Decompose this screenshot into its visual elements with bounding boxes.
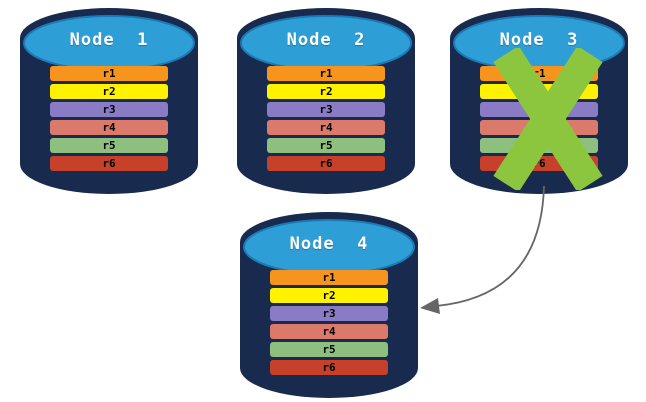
replica-row-r2: r2 — [267, 84, 385, 99]
arrowhead-icon — [420, 298, 440, 314]
replica-row-r3: r3 — [50, 102, 168, 117]
replica-rows: r1 r2 r3 r4 r5 r6 — [270, 270, 388, 378]
failure-x-icon — [493, 48, 603, 190]
replica-row-r5: r5 — [267, 138, 385, 153]
replica-row-r1: r1 — [270, 270, 388, 285]
replica-row-r6: r6 — [267, 156, 385, 171]
node-title: Node 2 — [286, 30, 366, 50]
node-4: Node 4 r1 r2 r3 r4 r5 r6 — [240, 210, 418, 402]
replica-row-r4: r4 — [270, 324, 388, 339]
node-1: Node 1 r1 r2 r3 r4 r5 r6 — [20, 6, 198, 198]
replica-row-r4: r4 — [50, 120, 168, 135]
replica-row-r1: r1 — [267, 66, 385, 81]
node-title: Node 1 — [69, 30, 149, 50]
node-title: Node 3 — [499, 30, 579, 50]
replica-rows: r1 r2 r3 r4 r5 r6 — [50, 66, 168, 174]
replica-row-r5: r5 — [50, 138, 168, 153]
replica-row-r1: r1 — [50, 66, 168, 81]
replica-row-r3: r3 — [270, 306, 388, 321]
replica-row-r6: r6 — [50, 156, 168, 171]
node-2: Node 2 r1 r2 r3 r4 r5 r6 — [237, 6, 415, 198]
replica-row-r4: r4 — [267, 120, 385, 135]
replica-row-r3: r3 — [267, 102, 385, 117]
replica-row-r2: r2 — [50, 84, 168, 99]
node-title: Node 4 — [289, 234, 369, 254]
replica-row-r5: r5 — [270, 342, 388, 357]
replica-row-r6: r6 — [270, 360, 388, 375]
replica-rows: r1 r2 r3 r4 r5 r6 — [267, 66, 385, 174]
replica-row-r2: r2 — [270, 288, 388, 303]
